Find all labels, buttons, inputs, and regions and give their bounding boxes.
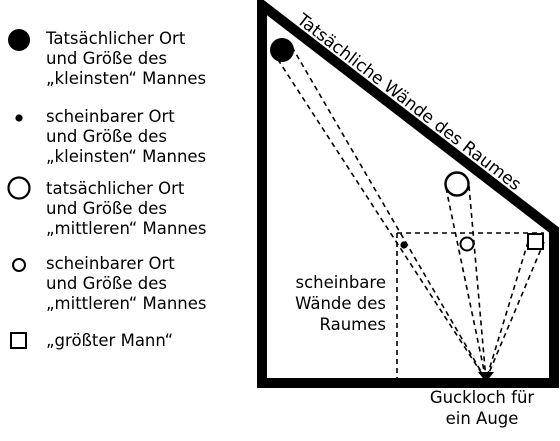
smallest-man-actual [270,38,294,62]
legend-symbol-large-filled-circle [8,29,30,51]
sight-line-middle-right [468,185,487,381]
peephole-arrow [478,372,494,382]
legend-item-5-line-1: „größter Mann“ [46,331,173,350]
legend-item-4-line-1: scheinbarer Ort [46,254,175,273]
sight-lines [272,46,545,381]
actual-walls-label: Tatsächliche Wände des Raumes [292,10,525,196]
legend-item-1-line-3: „kleinsten“ Mannes [46,69,206,88]
apparent-walls-label-line-2: Wände des [295,294,386,313]
middle-man-actual [444,171,470,197]
apparent-walls-label-line-1: scheinbare [296,273,386,292]
legend-symbol-large-open-circle [7,176,31,200]
legend-item-1-line-1: Tatsächlicher Ort [45,29,186,48]
legend-symbol-small-filled-dot [15,114,23,122]
legend-item-1-line-2: und Größe des [46,49,167,68]
sight-line-left-inner [291,46,487,381]
legend: Tatsächlicher Ort und Größe des „kleinst… [7,29,207,350]
peephole-label-line-2: ein Auge [446,409,519,428]
middle-man-apparent [459,236,475,252]
actual-room-outline [257,0,559,388]
apparent-walls-label-line-3: Raumes [320,315,387,334]
sight-line-right-1 [485,241,529,381]
legend-item-2-line-2: und Größe des [46,127,167,146]
peephole-label-line-1: Guckloch für [430,388,535,407]
legend-symbol-open-square [10,332,27,349]
legend-item-3-line-2: und Größe des [46,199,167,218]
sight-line-left-outer [272,51,487,381]
smallest-man-apparent [400,241,408,249]
largest-man [527,233,544,250]
legend-item-4-line-3: „mittleren“ Mannes [46,294,207,313]
sight-line-right-2 [485,241,545,381]
legend-symbol-small-open-circle [12,258,26,272]
legend-item-2-line-3: „kleinsten“ Mannes [46,147,206,166]
legend-item-3-line-1: tatsächlicher Ort [46,179,185,198]
legend-item-4-line-2: und Größe des [46,274,167,293]
legend-item-2-line-1: scheinbarer Ort [46,107,175,126]
legend-item-3-line-3: „mittleren“ Mannes [46,219,207,238]
sight-line-middle-left [445,187,487,381]
